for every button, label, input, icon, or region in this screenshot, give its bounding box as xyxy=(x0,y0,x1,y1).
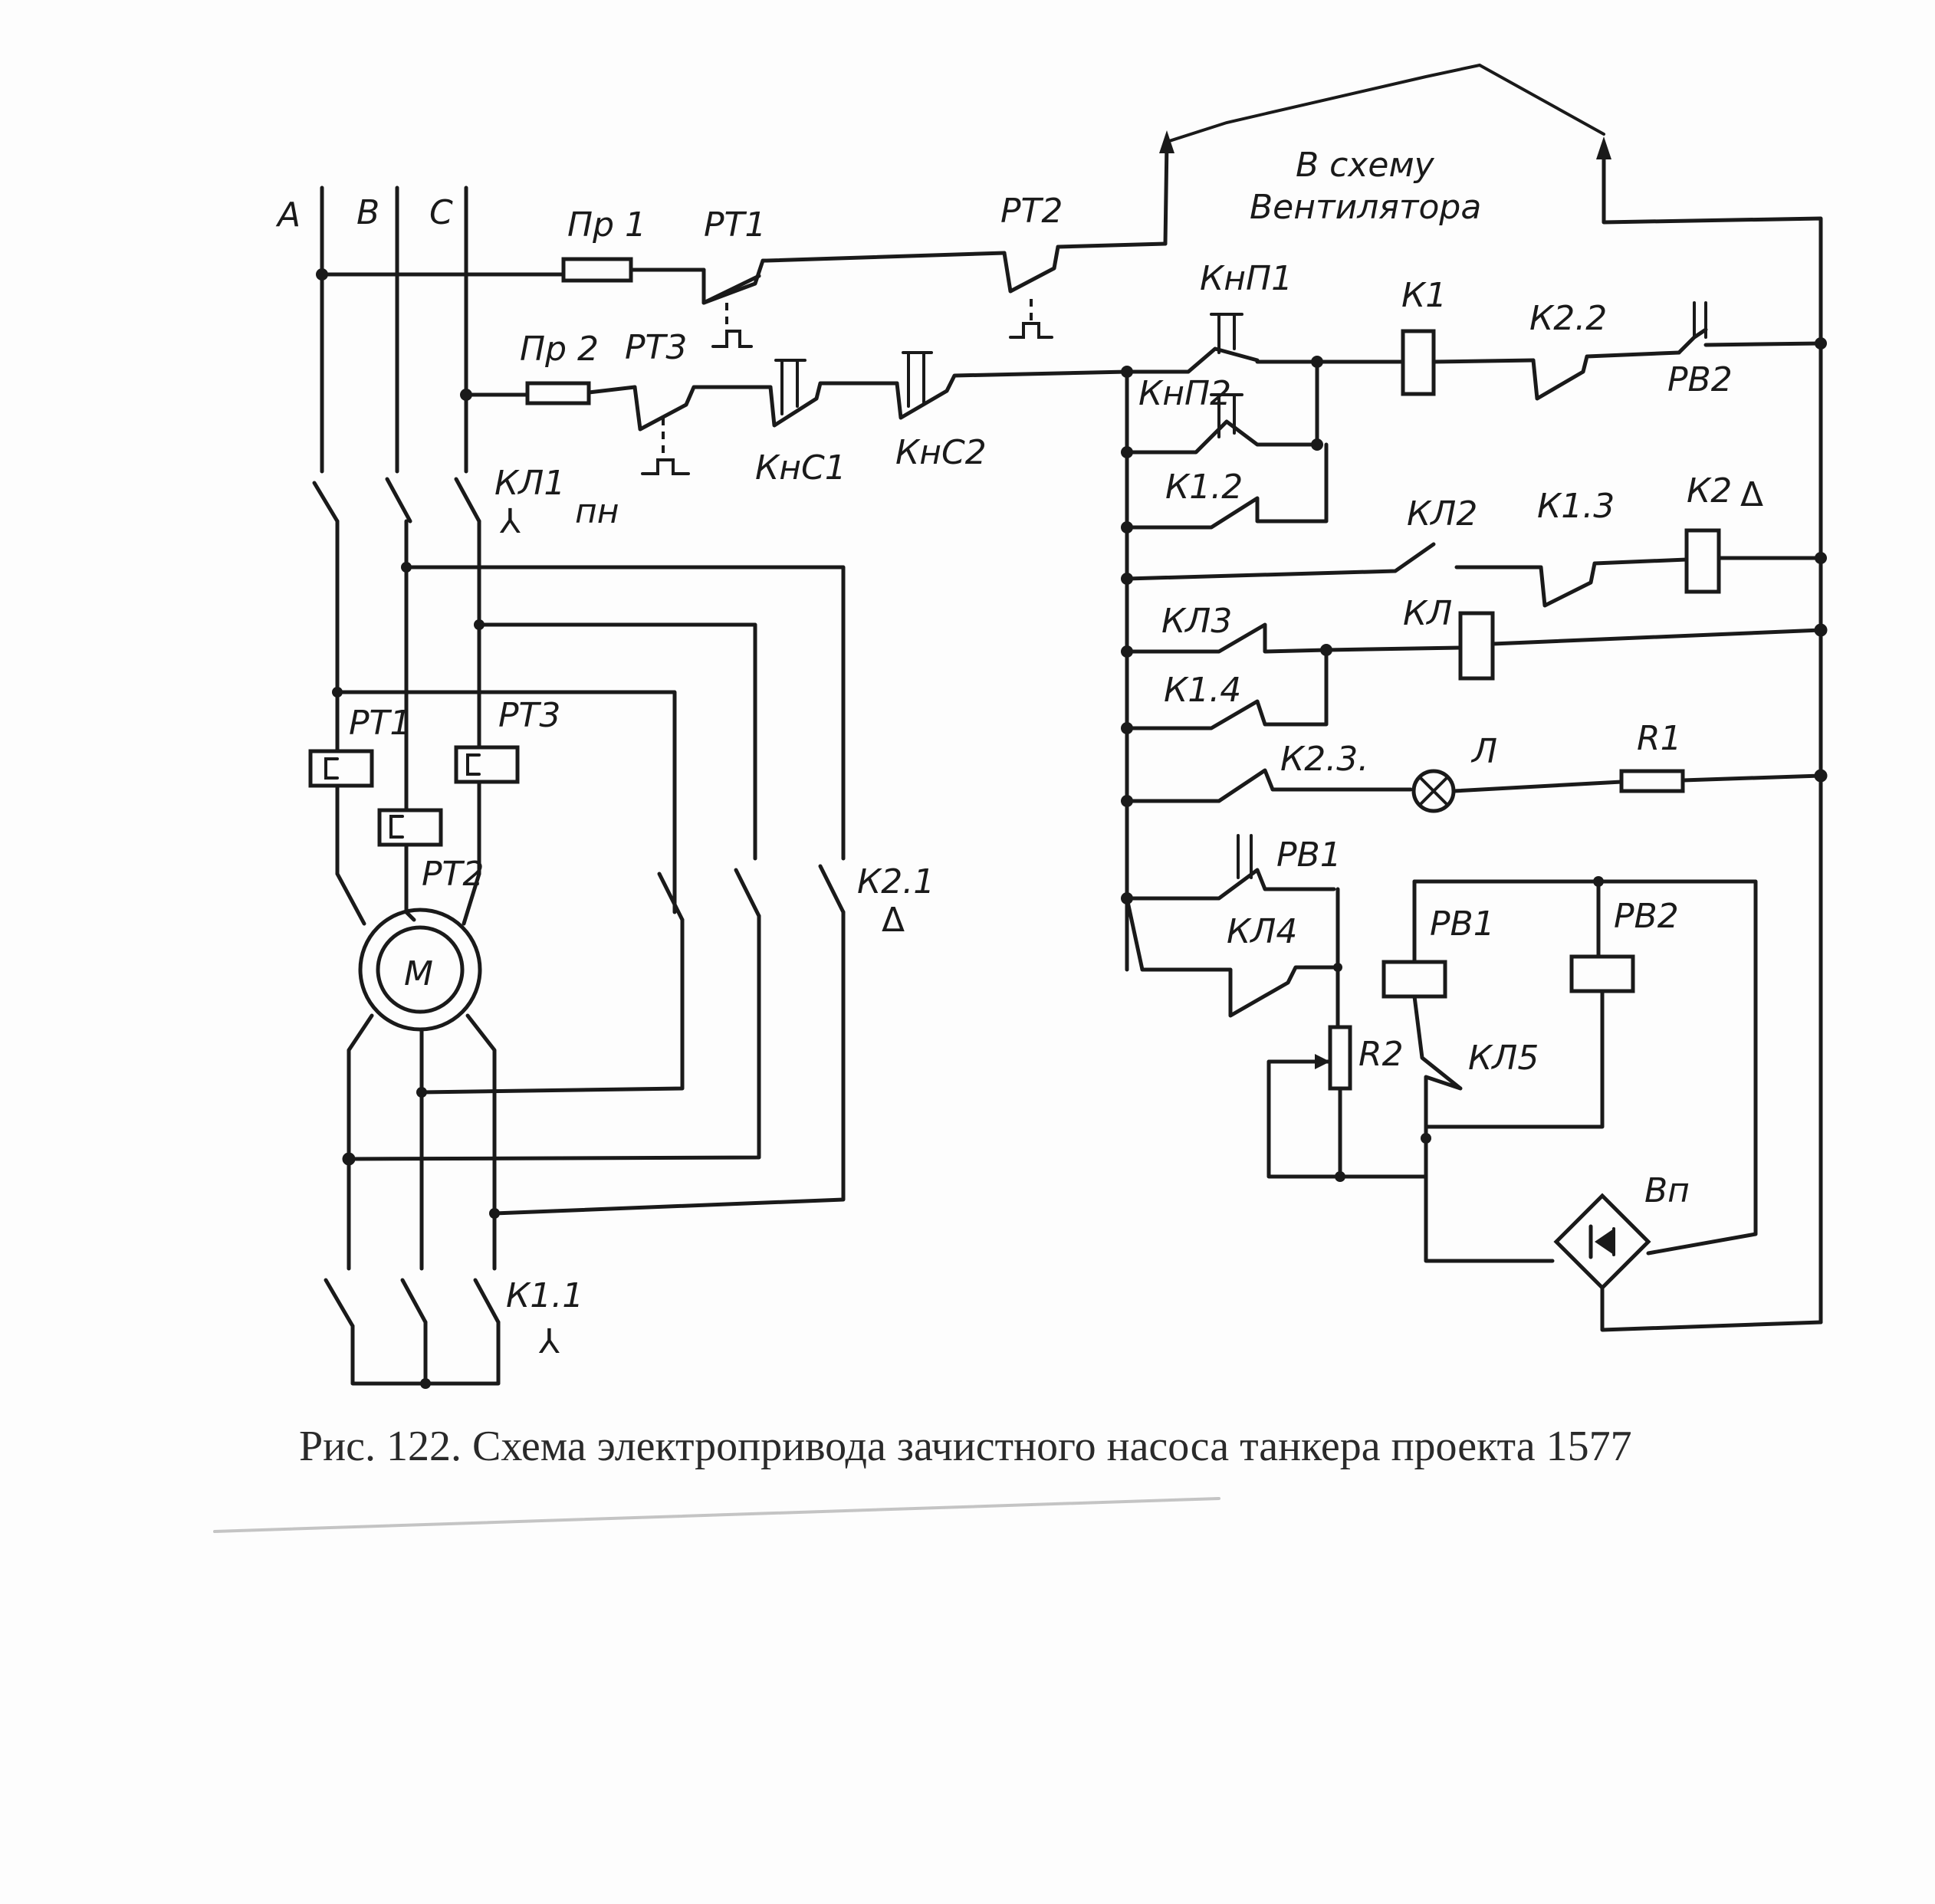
rv2-contact-label: РВ2 xyxy=(1667,360,1733,399)
phase-a-label: A xyxy=(275,195,301,235)
thermal-rt2 xyxy=(377,808,443,847)
title-line1: В схему xyxy=(1296,146,1435,185)
rt1-label: РТ1 xyxy=(349,704,411,743)
k12-label: К1.2 xyxy=(1165,468,1243,507)
fuse-pr2 xyxy=(525,381,591,405)
thermal-rt1 xyxy=(308,749,374,788)
k1-coil-label: К1 xyxy=(1401,276,1447,315)
coil-kl xyxy=(1458,611,1495,681)
k2-delta-icon: Δ xyxy=(1740,475,1763,514)
r1-label: R1 xyxy=(1637,719,1682,758)
k21-delta-icon: Δ xyxy=(882,901,905,940)
fuse-pr1 xyxy=(561,257,633,283)
rt3-contact-label: РТ3 xyxy=(625,328,687,367)
k13-label: К1.3 xyxy=(1537,487,1615,526)
knp1-label: КнП1 xyxy=(1200,259,1293,298)
rv1-contact-label: РВ1 xyxy=(1276,835,1342,875)
k23-label: К2.3. xyxy=(1280,740,1368,779)
figure-caption: Рис. 122. Схема электропривода зачистног… xyxy=(299,1423,1632,1470)
fan-return xyxy=(1165,63,1823,1325)
fuse-pr1-label: Пр 1 xyxy=(567,205,646,245)
rt3-label: РТ3 xyxy=(498,696,560,735)
k11-label: К1.1 xyxy=(506,1276,583,1315)
coil-rv2 xyxy=(1569,954,1635,993)
k2-coil-label: К2 xyxy=(1687,471,1732,510)
rv2-coil-label: РВ2 xyxy=(1614,897,1679,936)
kns1-label: КнС1 xyxy=(755,448,846,487)
power-circuit xyxy=(308,477,846,1389)
pn-label: пн xyxy=(575,492,619,531)
kns2-label: КнС2 xyxy=(895,433,987,472)
rt1-contact-label: РТ1 xyxy=(704,205,766,245)
k21-label: К2.1 xyxy=(857,862,935,901)
control-ladder xyxy=(1121,301,1828,1332)
kl5-label: КЛ5 xyxy=(1468,1039,1539,1078)
kl3-label: КЛ3 xyxy=(1161,602,1232,641)
thermal-rt3 xyxy=(454,745,520,784)
r2-label: R2 xyxy=(1358,1035,1404,1074)
kl4-label: КЛ4 xyxy=(1227,912,1297,951)
k14-label: К1.4 xyxy=(1164,671,1241,710)
motor-label: М xyxy=(404,954,433,993)
coil-k2 xyxy=(1684,528,1721,594)
control-line-a xyxy=(316,130,1174,348)
rt2-label: РТ2 xyxy=(422,855,484,894)
motor-icon xyxy=(376,925,465,1014)
lamp-label: Л xyxy=(1470,732,1497,771)
kl1-label: КЛ1 xyxy=(494,464,565,503)
resistor-r2 xyxy=(1328,1025,1352,1091)
coil-rv1 xyxy=(1381,960,1447,999)
kl1-star-icon: ⅄ xyxy=(499,502,521,541)
phase-c-label: C xyxy=(429,193,453,232)
vp-label: Вп xyxy=(1644,1171,1690,1210)
kl-coil-label: КЛ xyxy=(1403,594,1452,633)
fuse-pr2-label: Пр 2 xyxy=(520,330,599,369)
k22-label: К2.2 xyxy=(1529,299,1607,338)
coil-k1 xyxy=(1401,329,1436,396)
kl2-label: КЛ2 xyxy=(1407,494,1477,533)
phase-buses xyxy=(320,185,468,474)
phase-b-label: B xyxy=(356,193,379,232)
k11-star-icon: ⅄ xyxy=(538,1322,560,1361)
rv1-coil-label: РВ1 xyxy=(1430,904,1495,944)
resistor-r1 xyxy=(1619,769,1685,793)
rt2-contact-label: РТ2 xyxy=(1000,192,1063,231)
title-line2: Вентилятора xyxy=(1250,188,1481,227)
knp2-label: КнП2 xyxy=(1138,374,1231,413)
control-line-c xyxy=(460,351,1129,475)
